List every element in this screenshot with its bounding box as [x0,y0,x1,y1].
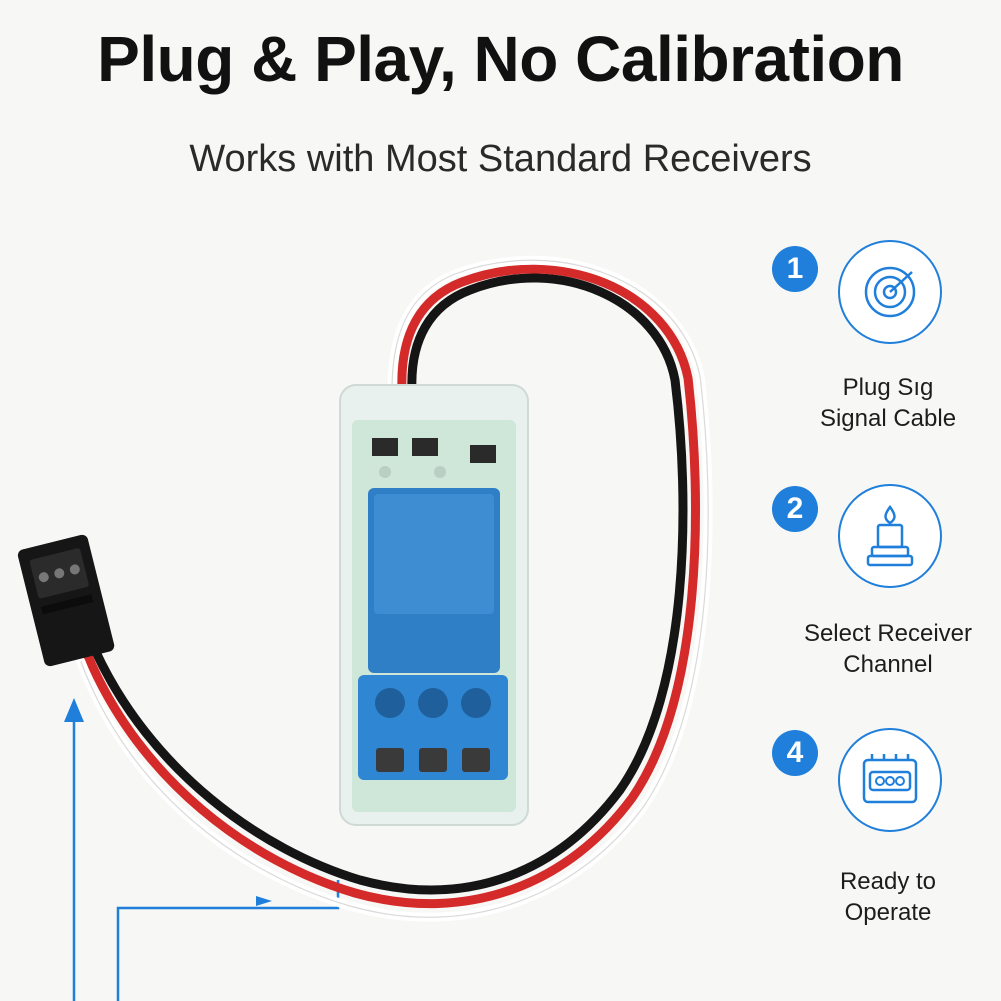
step-1-label: Plug Sıg Signal Cable [778,372,998,434]
guide-arrow-right [256,896,272,906]
target-icon [864,266,916,318]
step-4-label: Ready to Operate [778,866,998,928]
step-1-badge: 1 [772,246,818,292]
page-title: Plug & Play, No Calibration [97,23,904,95]
step-2-badge: 2 [772,486,818,532]
step-2-label: Select Receiver Channel [778,618,998,680]
step-4-label-line2: Operate [844,899,932,926]
step-1-icon-ring [838,240,942,344]
page-subtitle: Works with Most Standard Receivers [189,138,812,180]
servo-connector [17,534,115,667]
device-icon [862,754,918,804]
connector-icon [866,504,914,567]
step-4-label-line1: Ready to [839,868,937,895]
step-4-icon-ring [838,728,942,832]
step-2-label-line1: Select Receiver [803,620,973,647]
guide-lines [72,710,340,1001]
step-4-badge: 4 [772,730,818,776]
relay-module [339,384,529,826]
step-1-label-line1: Plug Sıg [842,374,934,401]
servo-cable [76,255,713,922]
guide-arrow-up [64,698,84,722]
step-2-label-line2: Channel [843,651,933,678]
step-1-label-line2: Signal Cable [819,405,957,432]
step-2-icon-ring [838,484,942,588]
